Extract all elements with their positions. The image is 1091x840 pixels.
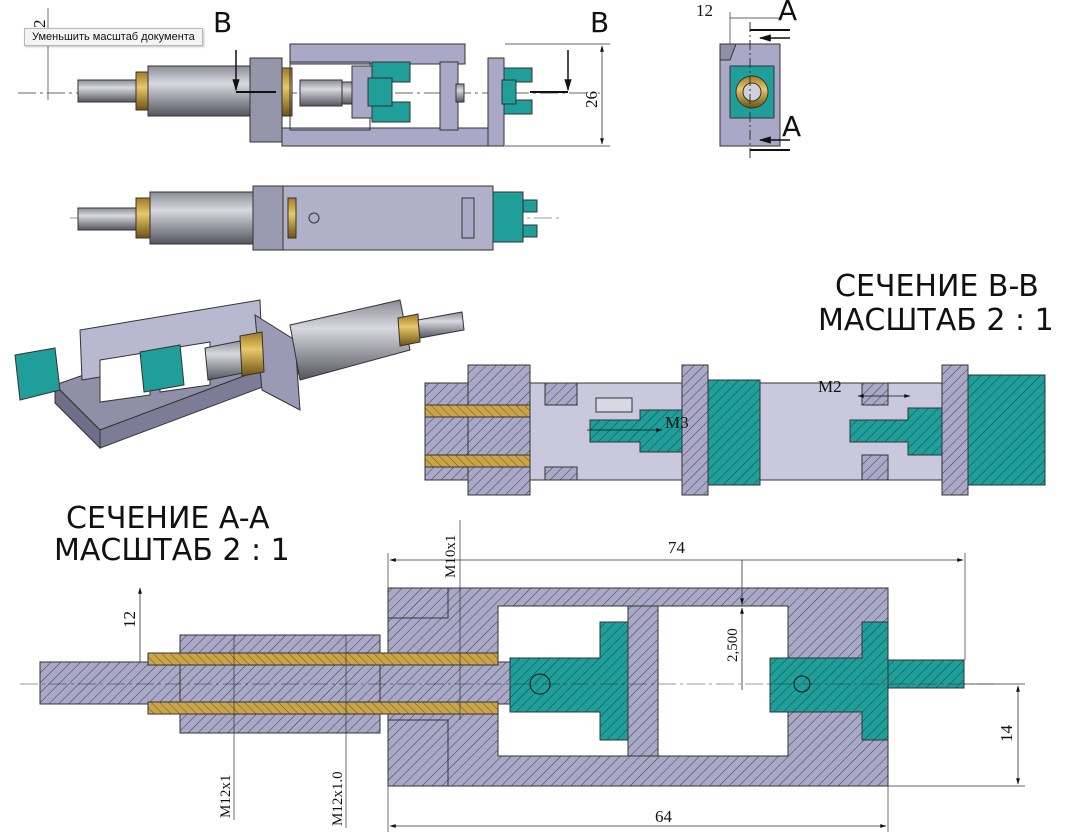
section-letter-b-left: B [213, 6, 232, 39]
dim-12-section: 12 [120, 611, 139, 628]
thread-m12x1: M12x1 [218, 775, 234, 818]
thread-m2: M2 [818, 377, 842, 396]
section-letter-b-right: B [590, 6, 609, 39]
end-view: A A 12 [696, 0, 801, 160]
thread-m12x10: M12x1.0 [330, 771, 346, 826]
dim-26: 26 [582, 91, 601, 108]
section-bb-title: СЕЧЕНИЕ B-B [835, 269, 1039, 304]
dim-64: 64 [655, 807, 673, 826]
top-view [70, 185, 560, 251]
thread-m3: M3 [665, 413, 689, 432]
section-letter-a-bottom: A [782, 110, 801, 143]
dim-2: 2 [30, 20, 49, 29]
dim-74: 74 [668, 538, 686, 557]
section-bb-scale: МАСШТАБ 2 : 1 [818, 303, 1054, 338]
front-view: B B 26 2 [18, 6, 610, 147]
section-aa: СЕЧЕНИЕ A-A МАСШТАБ 2 : 1 74 64 12 [20, 501, 1025, 832]
isometric-view [14, 299, 465, 450]
zoom-out-tooltip: Уменьшить масштаб документа [24, 28, 203, 46]
thread-m10x1: M10x1 [443, 535, 459, 578]
dim-2500: 2,500 [725, 628, 741, 662]
section-aa-title: СЕЧЕНИЕ A-A [66, 501, 270, 536]
dim-12-top: 12 [696, 1, 713, 20]
section-letter-a-top: A [778, 0, 797, 27]
dim-14: 14 [997, 725, 1016, 743]
section-aa-scale: МАСШТАБ 2 : 1 [54, 533, 290, 568]
section-bb: СЕЧЕНИЕ B-B МАСШТАБ 2 : 1 M3 M2 [424, 269, 1054, 496]
